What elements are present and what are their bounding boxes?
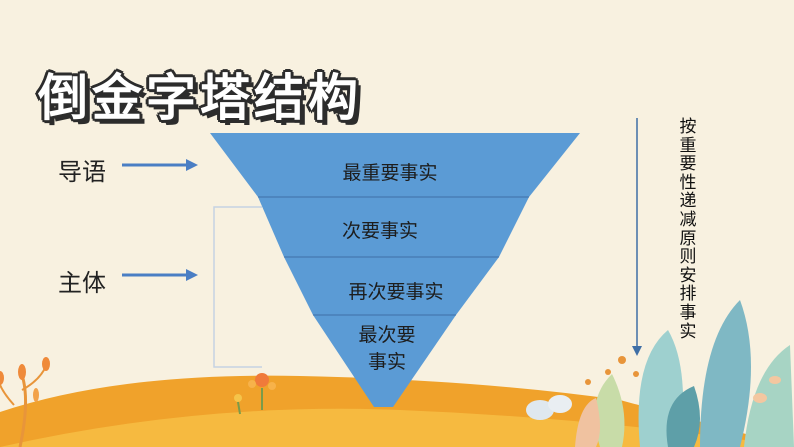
- body-arrow: [122, 269, 198, 281]
- pyramid-layer-2: [258, 197, 529, 257]
- lead-arrow: [122, 159, 198, 171]
- pyramid-layer-label-1: 最重要事实: [342, 162, 438, 184]
- pyramid-layer-1: [210, 133, 580, 197]
- body-label: 主体: [58, 269, 106, 297]
- pyramid-layer-4: [313, 315, 456, 407]
- slide-title: 倒金字塔结构: [38, 69, 362, 127]
- left-flower-cluster: [0, 357, 276, 447]
- pyramid-layer-label-2: 次要事实: [341, 220, 418, 242]
- right-plant-cluster: [526, 300, 794, 447]
- body-bracket: [213, 206, 262, 368]
- decreasing-arrow: [632, 118, 642, 356]
- pyramid-layer-label-3: 再次要事实: [348, 281, 444, 303]
- side-note: 按重要性递减原则安排事实: [679, 117, 697, 342]
- lead-label: 导语: [58, 158, 106, 186]
- pyramid-layer-3: [284, 257, 499, 315]
- pyramid-layer-label-4: 最次要事实: [358, 324, 416, 373]
